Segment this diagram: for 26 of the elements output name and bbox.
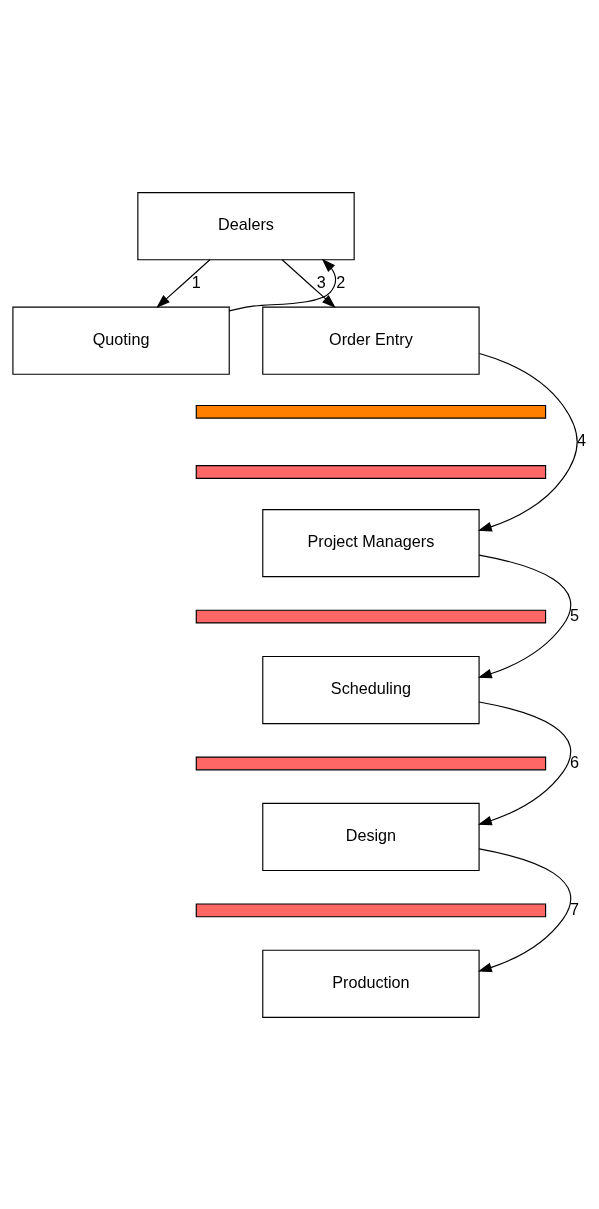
node-box: Production: [262, 949, 480, 1018]
edge-label: 6: [570, 752, 580, 771]
node-bar: [195, 756, 547, 770]
arrow: [156, 258, 211, 308]
node-box: Order Entry: [262, 306, 480, 375]
edge-label: 3: [316, 272, 326, 291]
node-box: Dealers: [137, 191, 355, 260]
node-bar: [195, 609, 547, 623]
edge-label: 5: [570, 605, 580, 624]
edge-label: 7: [570, 899, 580, 918]
edge-label: 2: [336, 272, 346, 291]
edge-label: 1: [191, 272, 201, 291]
edge-label: 4: [576, 430, 586, 449]
arrow: [477, 700, 572, 825]
node-box: Scheduling: [262, 655, 480, 724]
arrow: [477, 352, 578, 531]
arrow: [477, 554, 572, 678]
arrow: [477, 847, 572, 972]
node-bar: [195, 902, 547, 917]
arrow: [228, 258, 337, 311]
node-bar: [195, 404, 547, 419]
arrow: [281, 258, 336, 308]
node-box: Project Managers: [262, 508, 480, 577]
node-box: Quoting: [12, 306, 230, 375]
node-box: Design: [262, 802, 480, 871]
node-bar: [195, 464, 547, 479]
